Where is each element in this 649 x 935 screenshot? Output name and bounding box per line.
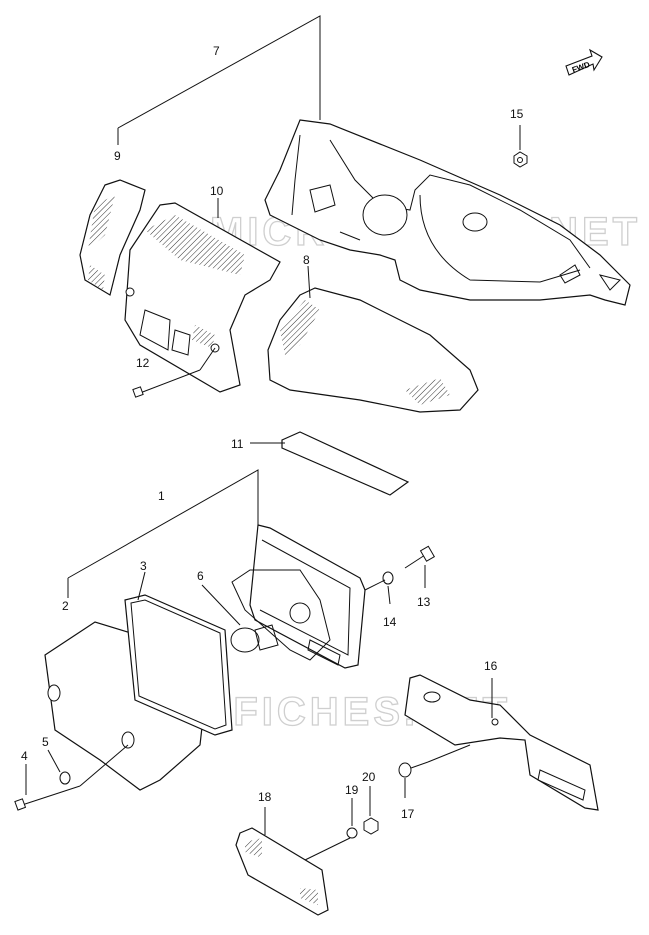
part-16-bracket: [404, 674, 599, 811]
part-15-nut: [513, 125, 528, 168]
part-11-plate: [250, 431, 410, 496]
part-19-washer: [346, 798, 358, 839]
callout-20: 20: [362, 770, 376, 784]
callout-1: 1: [158, 489, 165, 503]
callout-14: 14: [383, 615, 397, 629]
callout-12: 12: [136, 356, 150, 370]
callout-10: 10: [210, 184, 224, 198]
callout-7: 7: [213, 44, 220, 58]
tail-cowl: [264, 119, 631, 306]
callout-8: 8: [303, 253, 310, 267]
part-4-screw: [14, 744, 129, 811]
callout-16: 16: [484, 659, 498, 673]
callout-2: 2: [62, 599, 69, 613]
callout-13: 13: [417, 595, 431, 609]
callout-9: 9: [114, 149, 121, 163]
part-1-housing: [231, 524, 366, 669]
callout-4: 4: [21, 749, 28, 763]
fwd-label: FWD: [571, 60, 591, 75]
part-13-bolt: [404, 545, 436, 588]
callout-11: 11: [231, 437, 244, 451]
part-6-bulb: [201, 584, 279, 653]
part-10-rear-lens: [124, 202, 281, 393]
part-9-side-lens: [79, 179, 146, 296]
part-8-tail-lens: [267, 287, 479, 413]
part-18-reflector: [235, 807, 351, 916]
part-5-washer: [47, 749, 71, 785]
callout-6: 6: [197, 569, 204, 583]
callout-19: 19: [345, 783, 359, 797]
callout-17: 17: [401, 807, 415, 821]
callout-18: 18: [258, 790, 272, 804]
part-14-washer: [364, 571, 394, 605]
part-12-screw: [132, 347, 216, 398]
callout-5: 5: [42, 735, 49, 749]
callout-3: 3: [140, 559, 147, 573]
part-17-bolt: [398, 744, 471, 798]
fwd-arrow-icon: FWD: [565, 48, 603, 76]
part-20-nut: [363, 786, 379, 835]
part-3-gasket: [124, 594, 233, 736]
callout-15: 15: [510, 107, 524, 121]
